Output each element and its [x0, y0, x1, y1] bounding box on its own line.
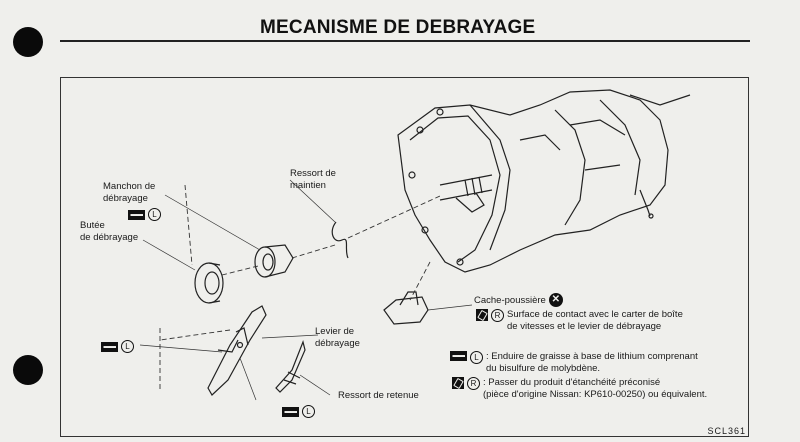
- release-sleeve-drawing: [254, 244, 294, 278]
- grease-gun-icon: ▬▬: [101, 341, 118, 352]
- sealant-tube-icon: [476, 309, 488, 321]
- lithium-grease-circle: L: [302, 405, 315, 418]
- transmission-housing-drawing: [397, 89, 691, 273]
- label-retainer-spring: Ressort de retenue: [338, 390, 419, 401]
- binder-hole-bottom: [13, 355, 43, 385]
- input-shaft-drawing: [439, 174, 493, 213]
- binder-hole-top: [13, 27, 43, 57]
- dust-cover-note-line1: Surface de contact avec le carter de boî…: [507, 309, 683, 320]
- grease-legend-text: : Enduire de graisse à base de lithium c…: [486, 351, 698, 375]
- title-rule: [60, 40, 750, 42]
- page-title: MECANISME DE DEBRAYAGE: [260, 17, 536, 38]
- sealant-tube-icon: [452, 377, 464, 389]
- grease-gun-icon: ▬▬: [128, 209, 145, 220]
- sealant-circle: R: [491, 309, 504, 322]
- grease-symbol-pivot: ▬▬ L: [282, 405, 315, 418]
- dust-cover-note-line2: de vitesses et le levier de débrayage: [507, 321, 662, 332]
- label-retaining-spring: Ressort de maintien: [290, 168, 336, 191]
- label-release-bearing: Butée de débrayage: [80, 220, 139, 243]
- sealant-legend-line2: (pièce d'origine Nissan: KP610-00250) ou…: [483, 389, 708, 400]
- dust-cover-note: R Surface de contact avec le carter de b…: [476, 309, 683, 333]
- sealant-legend: R : Passer du produit d'étanchéité préco…: [452, 377, 707, 401]
- label-dust-cover: Cache-poussière: [474, 294, 546, 306]
- dust-cover-drawing: [383, 291, 429, 325]
- grease-legend: ▬▬ L : Enduire de graisse à base de lith…: [450, 351, 698, 375]
- dust-cover-callout: Cache-poussière ✕: [474, 293, 563, 307]
- dust-cover-note-text: Surface de contact avec le carter de boî…: [507, 309, 683, 333]
- grease-symbol-sleeve: ▬▬ L: [128, 208, 161, 221]
- lithium-grease-circle: L: [121, 340, 134, 353]
- label-release-sleeve: Manchon de débrayage: [103, 181, 156, 204]
- lithium-grease-circle: L: [470, 351, 483, 364]
- grease-legend-line1: : Enduire de graisse à base de lithium c…: [486, 351, 698, 362]
- x-circle-icon: ✕: [548, 293, 563, 307]
- label-release-lever: Levier de débrayage: [315, 326, 360, 349]
- sealant-circle: R: [467, 377, 480, 390]
- retainer-spring-drawing: [275, 340, 306, 393]
- figure-code: SCL361: [707, 426, 746, 436]
- release-lever-drawing: [207, 305, 267, 396]
- sealant-legend-line1: : Passer du produit d'étanchéité préconi…: [483, 377, 661, 388]
- figure-frame: [60, 77, 749, 437]
- grease-gun-icon: ▬▬: [450, 351, 467, 361]
- lithium-grease-circle: L: [148, 208, 161, 221]
- retaining-spring-clip-drawing: [331, 221, 349, 259]
- grease-legend-line2: du bisulfure de molybdène.: [486, 363, 601, 374]
- grease-symbol-lever: ▬▬ L: [101, 340, 134, 353]
- sealant-legend-text: : Passer du produit d'étanchéité préconi…: [483, 377, 707, 401]
- grease-gun-icon: ▬▬: [282, 406, 299, 417]
- release-bearing-drawing: [194, 262, 224, 304]
